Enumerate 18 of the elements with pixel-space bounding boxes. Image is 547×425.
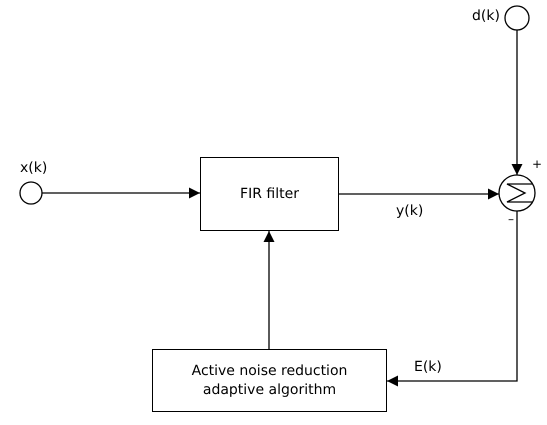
- edge-label: E(k): [414, 359, 442, 375]
- signal-label: x(k): [20, 160, 48, 176]
- signal-label: d(k): [472, 8, 500, 24]
- box-label: FIR filter: [240, 184, 299, 204]
- process-box: [200, 157, 339, 231]
- box-label: Active noise reduction adaptive algorithm: [190, 362, 348, 400]
- sign-label: +: [532, 157, 542, 171]
- signal-terminal: [19, 181, 43, 205]
- edge-label: y(k): [396, 203, 424, 219]
- sign-label: –: [508, 212, 514, 226]
- arrow: [339, 188, 499, 200]
- arrow: [387, 211, 518, 386]
- process-box: [152, 349, 387, 412]
- arrow: [42, 188, 200, 198]
- summing-junction: [498, 174, 536, 212]
- signal-terminal: [504, 5, 530, 31]
- arrow: [512, 30, 522, 175]
- arrow: [264, 231, 274, 349]
